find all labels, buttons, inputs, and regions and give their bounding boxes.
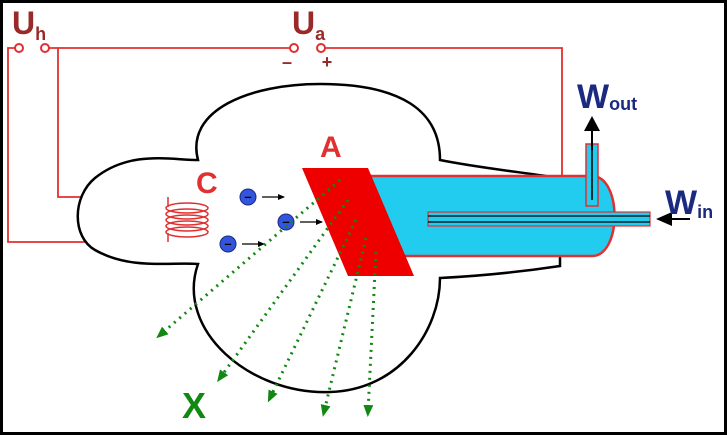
xray-beam-4 — [320, 237, 368, 417]
svg-text:–: – — [244, 189, 251, 204]
win-arrow-head — [656, 212, 672, 226]
svg-text:–: – — [224, 236, 231, 251]
xray-beam-5 — [363, 251, 378, 417]
xray-beam-3 — [267, 219, 358, 403]
xray-label: X — [182, 385, 206, 426]
electron-1: – — [239, 188, 257, 206]
coolant-inlet-pipe — [427, 211, 651, 227]
ua-terminals — [289, 43, 326, 53]
ua-plus-sign: + — [322, 52, 333, 72]
ua-minus-sign: – — [282, 52, 292, 72]
xray-beams — [156, 178, 378, 417]
win-label: Win — [665, 184, 713, 222]
ua-label: Ua — [292, 5, 326, 44]
electron-3: – — [219, 235, 237, 253]
cathode-label: C — [196, 167, 218, 200]
vacuum-bulb — [76, 82, 562, 394]
uh-terminals — [14, 43, 50, 53]
wout-arrow-head — [584, 116, 600, 131]
anode-label: A — [320, 131, 342, 164]
wout-label: Wout — [577, 78, 637, 116]
xray-beam-2 — [217, 199, 350, 383]
uh-label: Uh — [12, 5, 46, 44]
electron-2: – — [277, 213, 295, 231]
anode-target — [302, 168, 414, 276]
svg-text:–: – — [282, 214, 289, 229]
cathode-filament — [165, 197, 209, 242]
xray-beam-1 — [156, 178, 341, 339]
